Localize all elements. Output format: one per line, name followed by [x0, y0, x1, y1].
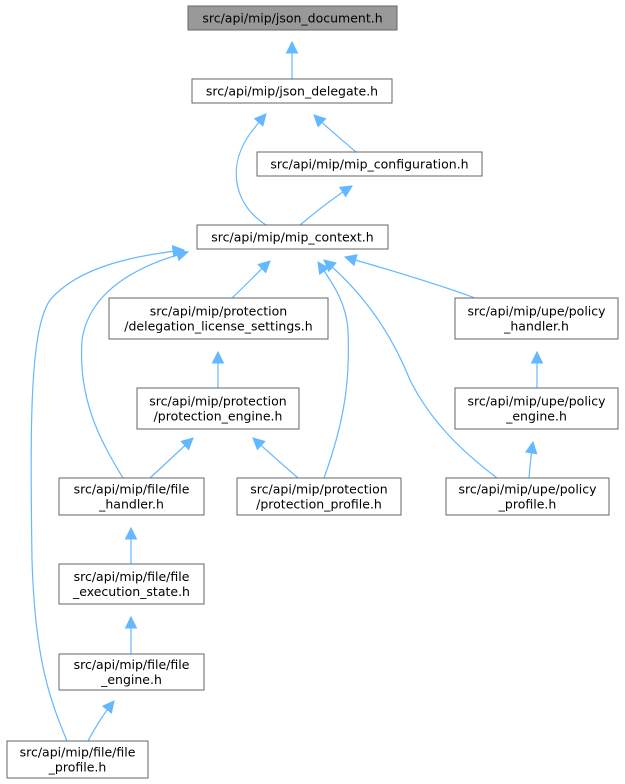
arrowhead-protection-engine-to-delegation-license-settings: [211, 350, 225, 364]
node-file-handler[interactable]: src/api/mip/file/file_handler.h: [58, 477, 205, 516]
edge-policy-profile-to-policy-engine: [524, 440, 538, 479]
node-box-policy-engine: [454, 387, 619, 430]
edge-file-profile-to-mip-context: [30, 245, 186, 742]
node-box-mip-configuration: [256, 151, 483, 177]
edge-mip-context-to-json-delegate: [235, 113, 267, 226]
node-label-delegation-license-settings-line-1: src/api/mip/protection: [150, 304, 287, 319]
edge-protection-profile-to-protection-engine: [252, 437, 299, 479]
arrowhead-policy-profile-to-mip-context: [323, 259, 337, 273]
edge-file-engine-to-file-execution-state: [124, 615, 138, 654]
node-box-policy-handler: [454, 297, 619, 340]
node-mip-context[interactable]: src/api/mip/mip_context.h: [196, 224, 389, 250]
edge-file-handler-to-protection-engine: [149, 437, 194, 479]
edge-mip-context-to-mip-configuration: [299, 185, 353, 226]
edge-line-policy-handler-to-mip-context: [344, 256, 476, 299]
nodes-layer: src/api/mip/json_document.h src/api/mip/j…: [6, 5, 619, 779]
node-label-file-execution-state-line-2: _execution_state.h: [72, 584, 190, 599]
node-label-policy-profile-line-1: src/api/mip/upe/policy: [458, 482, 597, 497]
node-label-file-engine-line-2: _engine.h: [100, 672, 162, 687]
node-policy-profile[interactable]: src/api/mip/upe/policy_profile.h: [445, 477, 610, 516]
edge-line-file-handler-to-mip-context: [80, 251, 189, 479]
node-label-file-execution-state-line-1: src/api/mip/file/file: [74, 569, 190, 584]
node-box-mip-context: [196, 224, 389, 250]
node-label-json-delegate-line-1: src/api/mip/json_delegate.h: [206, 84, 378, 99]
edge-protection-profile-to-mip-context: [317, 261, 349, 479]
node-file-engine[interactable]: src/api/mip/file/file_engine.h: [58, 653, 205, 691]
node-label-mip-configuration-line-1: src/api/mip/mip_configuration.h: [270, 157, 468, 172]
node-label-policy-handler-line-1: src/api/mip/upe/policy: [467, 304, 606, 319]
arrowhead-file-profile-to-file-engine: [101, 700, 115, 714]
node-box-protection-engine: [136, 387, 300, 430]
edge-line-protection-profile-to-mip-context: [317, 261, 349, 479]
node-label-protection-engine-line-1: src/api/mip/protection: [149, 394, 286, 409]
node-policy-engine[interactable]: src/api/mip/upe/policy_engine.h: [454, 387, 619, 430]
edge-file-profile-to-file-engine: [87, 700, 115, 742]
edge-policy-handler-to-mip-context: [343, 254, 476, 299]
node-box-json-document: [187, 5, 398, 31]
node-label-file-handler-line-2: _handler.h: [98, 497, 164, 512]
node-mip-configuration[interactable]: src/api/mip/mip_configuration.h: [256, 151, 483, 177]
node-label-file-profile-line-2: _profile.h: [48, 760, 107, 775]
edge-mip-configuration-to-json-delegate: [313, 114, 357, 153]
arrowhead-file-execution-state-to-file-handler: [124, 526, 138, 540]
arrowhead-mip-context-to-mip-configuration: [338, 185, 353, 198]
arrowhead-file-engine-to-file-execution-state: [124, 615, 138, 629]
node-label-json-document-line-1: src/api/mip/json_document.h: [202, 11, 382, 26]
node-label-delegation-license-settings-line-2: /delegation_license_settings.h: [124, 319, 312, 334]
node-label-protection-engine-line-2: /protection_engine.h: [154, 409, 283, 424]
node-box-policy-profile: [445, 477, 610, 516]
node-policy-handler[interactable]: src/api/mip/upe/policy_handler.h: [454, 297, 619, 340]
edge-line-file-profile-to-mip-context: [30, 249, 185, 742]
arrowhead-protection-profile-to-mip-context: [317, 261, 330, 276]
edge-json-delegate-to-json-document: [285, 40, 299, 79]
edge-file-execution-state-to-file-handler: [124, 526, 138, 564]
node-label-policy-handler-line-2: _handler.h: [503, 319, 569, 334]
node-box-json-delegate: [191, 78, 393, 104]
node-label-file-profile-line-1: src/api/mip/file/file: [20, 745, 136, 760]
arrowhead-file-profile-to-mip-context: [171, 245, 186, 258]
arrowhead-mip-configuration-to-json-delegate: [313, 114, 327, 128]
node-label-file-handler-line-1: src/api/mip/file/file: [74, 482, 190, 497]
arrowhead-json-delegate-to-json-document: [285, 40, 299, 54]
edge-protection-engine-to-delegation-license-settings: [211, 350, 225, 388]
node-box-file-engine: [58, 653, 205, 691]
arrowhead-policy-profile-to-policy-engine: [524, 440, 538, 455]
edge-policy-engine-to-policy-handler: [530, 350, 544, 388]
node-box-file-handler: [58, 477, 205, 516]
node-label-protection-profile-line-2: /protection_profile.h: [256, 497, 382, 512]
node-label-policy-engine-line-1: src/api/mip/upe/policy: [467, 394, 606, 409]
node-box-protection-profile: [236, 477, 402, 516]
node-label-file-engine-line-1: src/api/mip/file/file: [74, 657, 190, 672]
node-label-policy-profile-line-2: _profile.h: [498, 497, 557, 512]
edge-line-policy-profile-to-mip-context: [323, 259, 498, 479]
node-box-delegation-license-settings: [108, 297, 329, 340]
node-label-policy-engine-line-2: _engine.h: [505, 409, 567, 424]
node-label-mip-context-line-1: src/api/mip/mip_context.h: [211, 230, 373, 245]
node-json-document[interactable]: src/api/mip/json_document.h: [187, 5, 398, 31]
node-box-file-execution-state: [58, 563, 205, 605]
arrowhead-file-handler-to-protection-engine: [180, 437, 194, 451]
node-delegation-license-settings[interactable]: src/api/mip/protection/delegation_licens…: [108, 297, 329, 340]
node-box-file-profile: [6, 740, 149, 779]
node-file-execution-state[interactable]: src/api/mip/file/file_execution_state.h: [58, 563, 205, 605]
edge-delegation-license-settings-to-mip-context: [231, 260, 271, 299]
node-protection-engine[interactable]: src/api/mip/protection/protection_engine…: [136, 387, 300, 430]
arrowhead-policy-handler-to-mip-context: [343, 254, 358, 267]
node-file-profile[interactable]: src/api/mip/file/file_profile.h: [6, 740, 149, 779]
arrowhead-mip-context-to-json-delegate: [253, 113, 267, 127]
arrowhead-policy-engine-to-policy-handler: [530, 350, 544, 364]
edges-layer: [30, 40, 544, 742]
arrowhead-protection-profile-to-protection-engine: [252, 437, 266, 451]
node-label-protection-profile-line-1: src/api/mip/protection: [250, 482, 387, 497]
node-protection-profile[interactable]: src/api/mip/protection/protection_profil…: [236, 477, 402, 516]
node-json-delegate[interactable]: src/api/mip/json_delegate.h: [191, 78, 393, 104]
arrowhead-delegation-license-settings-to-mip-context: [257, 260, 271, 274]
edge-policy-profile-to-mip-context: [323, 259, 498, 479]
edge-file-handler-to-mip-context: [80, 248, 190, 479]
